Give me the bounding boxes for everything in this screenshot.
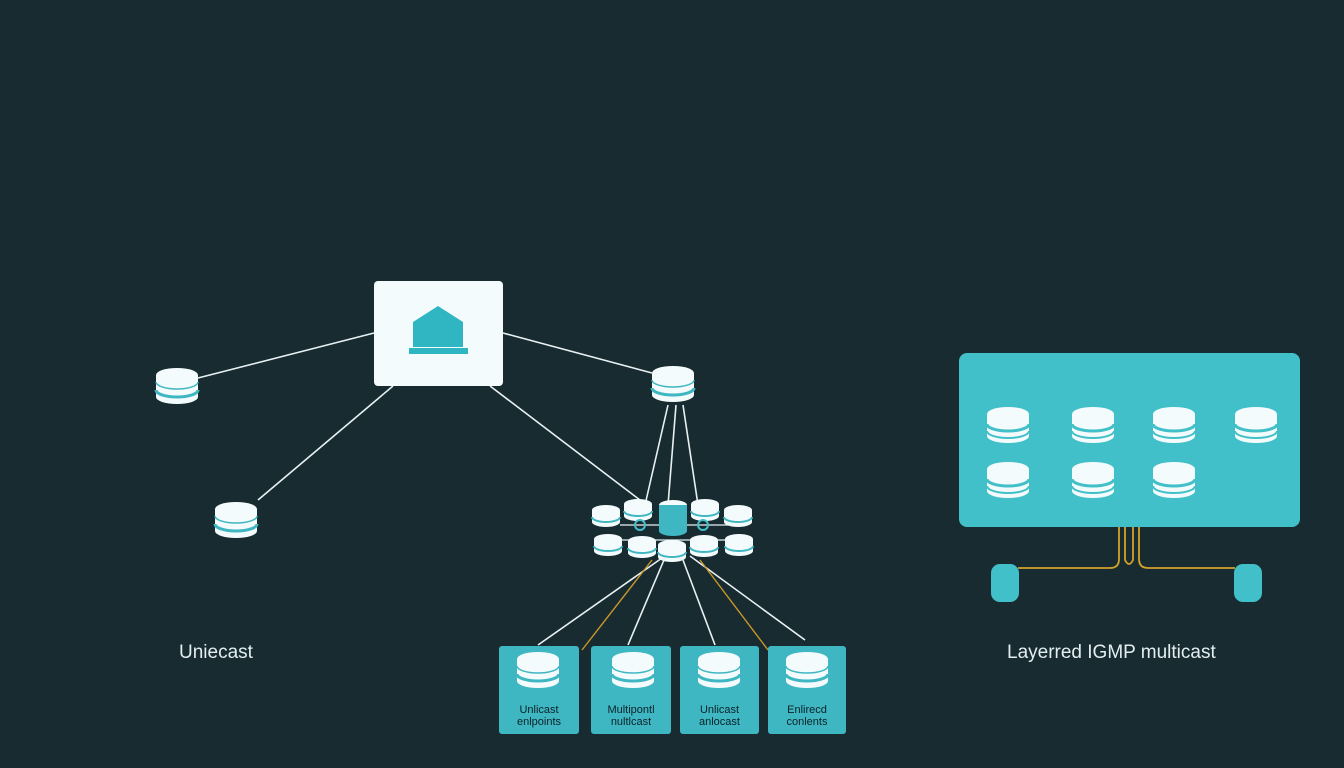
database-icon [623,498,653,522]
database-icon [627,535,657,559]
database-icon [154,366,200,406]
multicast-label: Layerred IGMP multicast [1007,642,1216,663]
database-icon [593,533,623,557]
database-icon [1233,405,1279,445]
database-icon [1151,405,1197,445]
house-icon [409,306,468,354]
database-icon [213,500,259,540]
card-line-2: nultlcast [610,716,652,728]
database-icon [724,533,754,557]
database-icon [1070,405,1116,445]
database-icon [784,650,830,690]
database-icon [610,650,656,690]
endpoint-node [1234,564,1262,602]
database-icon [985,405,1031,445]
node-cluster [591,498,754,563]
database-icon [515,650,561,690]
card-line-2: enlpoints [516,716,562,728]
connection-lines [197,332,806,646]
database-icon [696,650,742,690]
hub-node [374,281,503,386]
endpoint-card-label: Unlicast anlocast [680,704,759,728]
database-icon [723,504,753,528]
card-line-1: Multipontl [607,704,655,716]
database-icon [657,539,687,563]
card-line-2: anlocast [699,716,740,728]
endpoint-card-label: Enlirecd conlents [768,704,846,728]
endpoint-card-label: Unlicast enlpoints [499,704,579,728]
card-line-1: Unlicast [699,704,740,716]
database-icon [1151,460,1197,500]
database-icon [591,504,621,528]
database-icon [1070,460,1116,500]
secondary-lines [581,559,769,651]
database-icon [650,364,696,404]
card-line-2: conlents [786,716,828,728]
endpoint-card-label: Multipontl nultlcast [591,704,671,728]
database-icon [690,498,720,522]
database-icon [985,460,1031,500]
unicast-label: Uniecast [179,642,253,663]
endpoint-cards [499,646,846,734]
endpoint-node [991,564,1019,602]
database-icon [659,500,687,536]
database-icon [689,534,719,558]
multicast-panel [959,353,1300,527]
card-line-1: Unlicast [519,704,559,716]
multicast-connectors [1018,527,1235,569]
card-line-1: Enlirecd [787,704,827,716]
